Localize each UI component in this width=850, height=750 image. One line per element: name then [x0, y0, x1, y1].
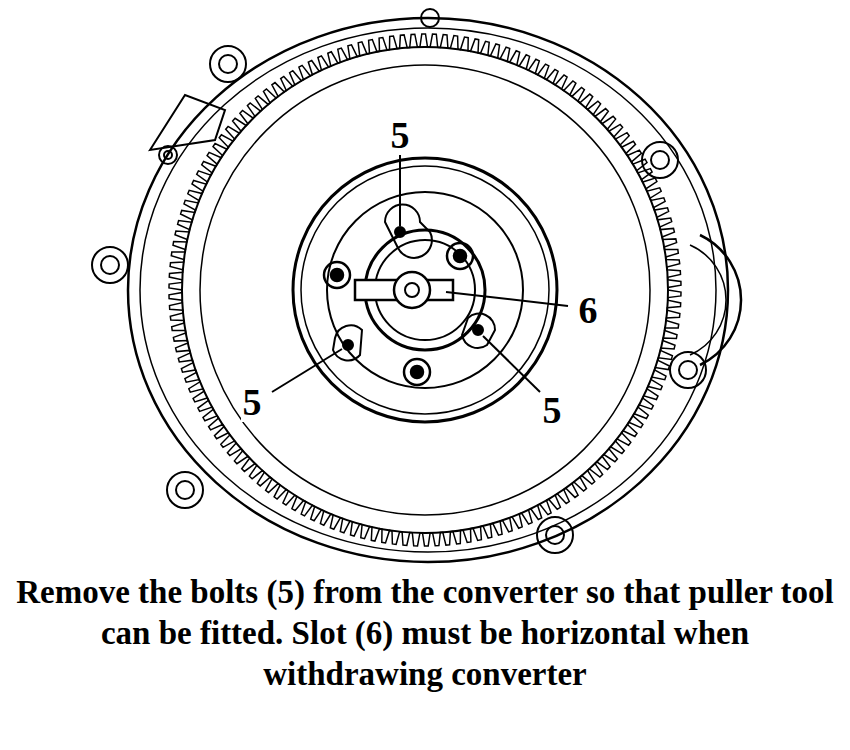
ring-gear-teeth [169, 34, 681, 546]
callout-number: 5 [541, 390, 564, 430]
leader-lines [272, 155, 568, 392]
converter-rim [293, 158, 557, 422]
housing-outline [128, 18, 728, 562]
converter-bolts [333, 205, 495, 361]
housing-lugs [92, 9, 706, 553]
ring-gear-root [182, 47, 668, 533]
shaft-bore [394, 272, 430, 308]
shaft-centre [405, 283, 419, 297]
drive-plate-nuts [324, 243, 473, 385]
housing-inner-edge [140, 28, 716, 552]
converter-rim-inner [301, 166, 549, 414]
flywheel-edge [200, 65, 650, 515]
figure-caption: Remove the bolts (5) from the converter … [12, 572, 838, 695]
callout-number: 5 [241, 382, 264, 422]
housing-web [150, 95, 225, 150]
callout-number: 6 [577, 290, 600, 330]
drive-plate [327, 192, 523, 388]
callout-number: 5 [389, 115, 412, 155]
housing-bulge-inner [690, 245, 726, 355]
